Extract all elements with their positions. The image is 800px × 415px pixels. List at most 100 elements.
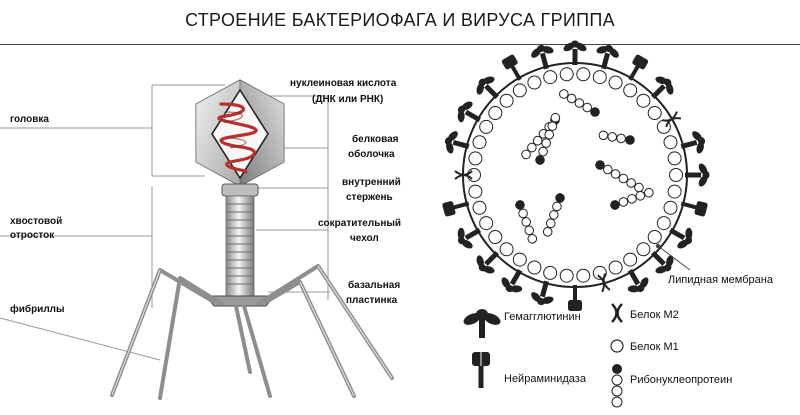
label-sheath-line1: сократительный xyxy=(318,218,401,229)
legend-label-m1: Белок М1 xyxy=(630,341,679,353)
nucleic-acid-helix xyxy=(217,102,258,174)
m1-protein xyxy=(559,67,574,82)
rnp-chain xyxy=(610,187,654,210)
m1-protein-layer xyxy=(467,67,683,283)
m2-spike xyxy=(597,272,611,293)
neuraminidase-spike xyxy=(628,54,649,81)
m1-protein xyxy=(623,252,638,267)
legend-label-rnp: Рибонуклеопротеин xyxy=(630,374,732,386)
phage-collar xyxy=(221,183,259,197)
legend-label-hemagglutinin: Гемагглютинин xyxy=(504,311,581,323)
label-rod-line1: внутренний xyxy=(342,177,401,188)
m1-protein xyxy=(656,216,671,231)
m1-protein xyxy=(592,70,607,85)
m2-spike xyxy=(454,170,473,180)
hemagglutinin-icon xyxy=(463,309,501,338)
m1-protein xyxy=(592,265,607,280)
m1-protein xyxy=(527,260,542,275)
m1-protein xyxy=(472,200,487,215)
m1-protein xyxy=(479,119,494,134)
m1-protein xyxy=(468,151,483,166)
m1-protein xyxy=(608,260,623,275)
ribonucleoprotein-icon xyxy=(611,364,623,408)
rnp-chain xyxy=(559,89,600,117)
m1-protein xyxy=(527,75,542,90)
hemagglutinin-spike xyxy=(680,131,706,154)
hemagglutinin-spike xyxy=(531,280,554,306)
hemagglutinin-spike xyxy=(651,76,674,99)
m1-protein-icon xyxy=(610,339,624,353)
virus-legend: Гемагглютинин Нейраминидаза Белок М2 Бел… xyxy=(463,303,732,408)
m1-protein xyxy=(608,75,623,90)
neuraminidase-spike xyxy=(442,201,470,217)
m1-protein xyxy=(669,168,683,182)
m1-protein xyxy=(479,216,494,231)
neuraminidase-icon xyxy=(472,352,490,388)
title-divider xyxy=(0,44,800,45)
m1-protein xyxy=(467,168,481,182)
page-title: СТРОЕНИЕ БАКТЕРИОФАГА И ВИРУСА ГРИППА xyxy=(185,10,615,30)
m1-protein xyxy=(472,135,487,150)
m1-protein xyxy=(647,230,662,244)
m1-protein xyxy=(636,93,651,108)
hemagglutinin-spike xyxy=(596,44,619,70)
m1-protein xyxy=(488,106,503,120)
hemagglutinin-spike xyxy=(444,131,470,154)
hemagglutinin-spike xyxy=(627,269,649,293)
phage-tail-sheath xyxy=(225,195,255,297)
influenza-virus: Липидная мембрана xyxy=(442,40,774,311)
label-nucleic-line1: нуклеиновая кислота xyxy=(290,78,397,89)
m1-protein xyxy=(636,242,651,257)
m1-protein xyxy=(667,151,682,166)
hemagglutinin-spike xyxy=(476,251,499,274)
rnp-chain xyxy=(595,160,644,193)
m1-protein xyxy=(576,67,591,82)
m1-protein xyxy=(559,268,574,283)
m1-protein xyxy=(543,70,558,85)
rnp-chain xyxy=(515,200,538,244)
m1-protein xyxy=(499,242,514,257)
rnp-chain xyxy=(542,193,565,237)
phage-head xyxy=(195,79,285,187)
hemagglutinin-spike xyxy=(669,227,693,249)
m2-protein-icon xyxy=(611,303,623,323)
m1-protein xyxy=(512,83,527,98)
hemagglutinin-spike xyxy=(685,163,710,187)
rnp-chain xyxy=(535,112,561,165)
hemagglutinin-spike xyxy=(476,76,499,99)
hemagglutinin-spike xyxy=(457,227,481,249)
label-tail-line1: хвостовой xyxy=(10,216,62,227)
membrane-pointer-dot xyxy=(655,243,661,249)
label-sheath-line2: чехол xyxy=(350,233,379,244)
label-shell-line1: белковая xyxy=(352,133,399,145)
m1-protein xyxy=(576,268,591,283)
label-rod-line2: стержень xyxy=(346,192,393,203)
label-lipid-membrane: Липидная мембрана xyxy=(668,274,774,286)
label-nucleic-line2: (ДНК или РНК) xyxy=(312,94,383,105)
membrane-pointer-line xyxy=(657,245,691,271)
hemagglutinin-spike xyxy=(651,251,674,274)
m1-protein xyxy=(543,265,558,280)
hemagglutinin-spike xyxy=(563,40,587,65)
label-head: головка xyxy=(10,114,49,125)
m1-protein xyxy=(663,135,678,150)
rnp-chain xyxy=(598,130,635,145)
bacteriophage: головка хвостовой отросток фибриллы нукл… xyxy=(0,78,401,400)
hemagglutinin-spike xyxy=(531,44,554,70)
surface-proteins xyxy=(442,40,710,311)
m1-protein xyxy=(512,252,527,267)
label-shell-line2: оболочка xyxy=(348,148,395,160)
m1-protein xyxy=(623,83,638,98)
m1-protein xyxy=(468,184,483,199)
m1-protein xyxy=(663,200,678,215)
m1-protein xyxy=(499,93,514,108)
label-tail-line2: отросток xyxy=(10,230,55,241)
m2-spike xyxy=(661,111,682,128)
neuraminidase-spike xyxy=(680,201,708,217)
m1-protein xyxy=(647,106,662,120)
neuraminidase-spike xyxy=(568,285,582,311)
label-plate-line2: пластинка xyxy=(346,295,398,306)
label-fibrils: фибриллы xyxy=(10,303,65,315)
